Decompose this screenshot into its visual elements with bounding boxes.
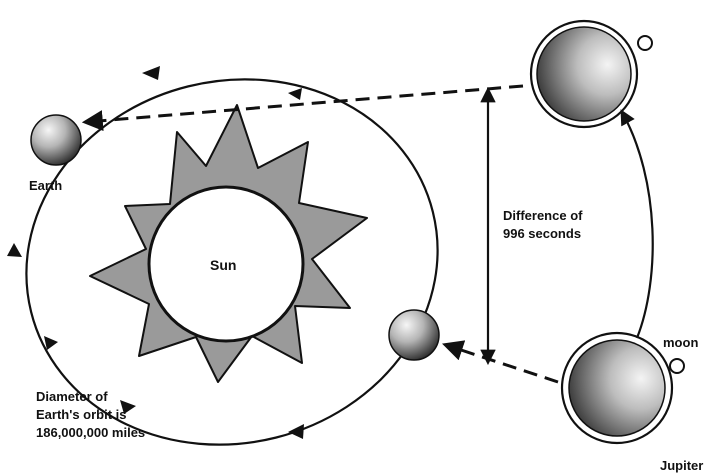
- earth-position-2: [388, 309, 440, 361]
- earth-orbit: [25, 78, 439, 446]
- moon-label: moon: [663, 335, 698, 350]
- diameter-label-line1: Diameter of: [36, 389, 108, 404]
- earth-position-1: [30, 114, 82, 166]
- earth-label: Earth: [29, 178, 62, 193]
- diameter-label-line2: Earth's orbit is: [36, 407, 127, 422]
- light-path-far: [442, 340, 559, 384]
- jupiter-position-2: [560, 331, 685, 445]
- sun: [147, 185, 305, 343]
- moon-position-2: [669, 358, 685, 374]
- difference-label-line1: Difference of: [503, 208, 583, 223]
- jupiter-orbit-arc: [620, 109, 654, 339]
- diameter-label-line3: 186,000,000 miles: [36, 425, 145, 440]
- orbit-direction-arrows: [7, 66, 304, 439]
- moon-position-1: [637, 35, 653, 51]
- sun-label: Sun: [210, 257, 236, 273]
- jupiter-position-1: [529, 19, 653, 129]
- jupiter-label: Jupiter: [660, 458, 703, 473]
- difference-label-line2: 996 seconds: [503, 226, 581, 241]
- light-path-near: [81, 84, 524, 132]
